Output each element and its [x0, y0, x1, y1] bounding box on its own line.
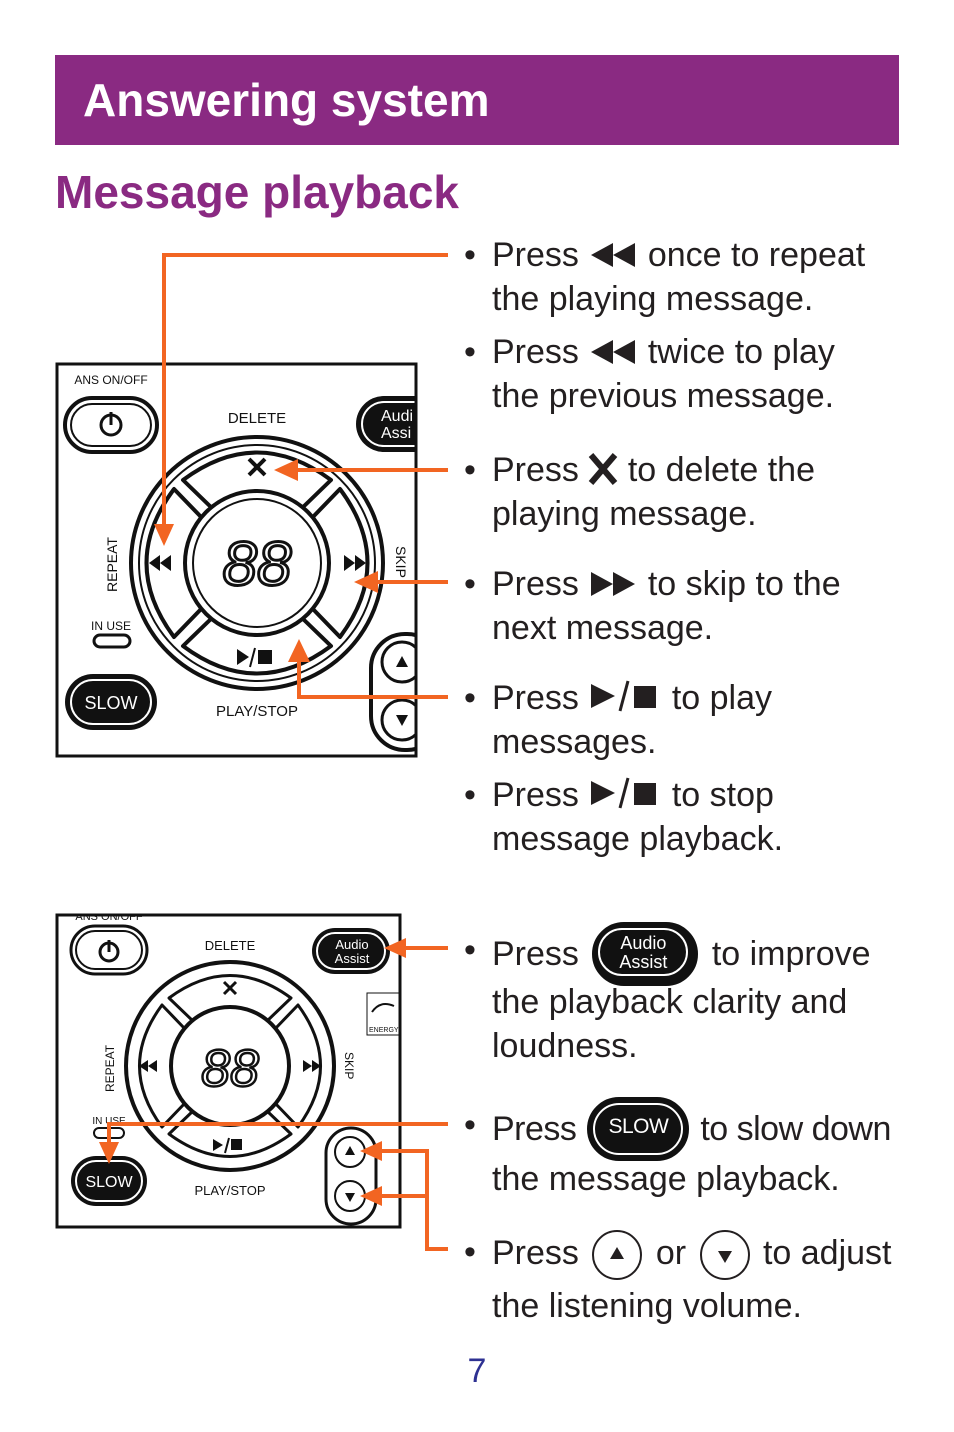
play-stop-icon-2: [213, 1137, 242, 1154]
audio-assist-label-1: Audi: [381, 408, 413, 425]
forward-icon-2: [303, 1060, 321, 1072]
volume-down-icon: [396, 715, 408, 726]
slow-btn-text: SLOW: [608, 1115, 669, 1138]
bullet-text: to improve: [711, 935, 871, 973]
play-stop-label-2: PLAY/STOP: [194, 1183, 265, 1198]
repeat-label: REPEAT: [104, 537, 120, 592]
bullet-text: or: [655, 1233, 687, 1272]
play-stop-icon: [591, 680, 657, 712]
bullet-text: loudness.: [492, 1027, 638, 1065]
fast-forward-icon: [591, 572, 636, 596]
delete-label: DELETE: [228, 410, 286, 427]
rewind-icon: [591, 243, 636, 267]
skip-label-2: SKIP: [342, 1052, 356, 1079]
delete-x-icon: [247, 457, 267, 477]
page-number: 7: [467, 1352, 487, 1390]
play-stop-icon: [591, 777, 657, 809]
bullet-text: to slow down: [700, 1110, 891, 1148]
bullet-text: the playing message.: [492, 280, 814, 318]
bullet-text: Press: [492, 565, 579, 603]
volume-down-button-icon: [699, 1230, 750, 1280]
bullet-text: once to repeat: [647, 236, 866, 274]
base-unit-panel-1: ANS ON/OFF Audi Assi DELETE 88: [55, 253, 448, 758]
bullet-text: the listening volume.: [492, 1287, 802, 1325]
slow-label: SLOW: [84, 693, 137, 713]
callout-line-slow: [107, 1122, 448, 1148]
bullet-text: to adjust: [762, 1233, 892, 1272]
rewind-icon-2: [139, 1060, 157, 1072]
bullet-text: to skip to the: [647, 565, 841, 603]
display-digits-2: 88: [201, 1040, 259, 1098]
bullet-text: to delete the: [627, 451, 815, 489]
repeat-label-2: REPEAT: [103, 1044, 117, 1092]
bullet-text: message playback.: [492, 820, 784, 858]
audio-label-2b: Assist: [335, 951, 370, 966]
bullet-text: playing message.: [492, 495, 757, 533]
bullet-text: Press: [492, 236, 579, 274]
display-digits: 88: [223, 530, 292, 599]
bullet-text: messages.: [492, 723, 657, 761]
play-stop-label: PLAY/STOP: [216, 703, 298, 720]
in-use-label: IN USE: [91, 619, 131, 633]
base-unit-panel-2: ANS ON/OFF DELETE Audio Assist ENERGY S …: [55, 911, 448, 1251]
bullet-text: next message.: [492, 609, 714, 647]
energy-star-label: ENERGY S: [369, 1027, 405, 1034]
ans-label-2: ANS ON/OFF: [75, 911, 143, 923]
ans-label: ANS ON/OFF: [74, 373, 147, 387]
delete-label-2: DELETE: [205, 938, 256, 953]
volume-up-icon-2: [345, 1146, 355, 1155]
play-stop-icon: [237, 647, 272, 668]
bullet-text: Press: [492, 451, 579, 489]
audio-assist-label-2: Assi: [381, 425, 411, 442]
slow-button-icon: SLOW: [587, 1097, 690, 1161]
skip-forward-icon: [344, 555, 366, 571]
bullet-text: Press: [492, 1233, 579, 1272]
bullet-text: Press: [492, 935, 579, 973]
bullet-text: Press: [492, 679, 579, 717]
callout-line-volume: [378, 1149, 448, 1251]
audio-btn-line1: Audio: [620, 933, 667, 953]
page-title: Message playback: [55, 166, 460, 218]
repeat-rewind-icon: [149, 555, 171, 571]
section-banner: Answering system: [55, 55, 899, 145]
volume-up-icon: [396, 656, 408, 667]
in-use-label-2: IN USE: [92, 1116, 126, 1127]
bullet-text: Press: [492, 776, 579, 814]
audio-btn-line2: Assist: [619, 952, 668, 972]
bullet-text: the message playback.: [492, 1160, 840, 1198]
delete-x-icon-2: [222, 980, 238, 996]
slow-label-2: SLOW: [85, 1174, 133, 1191]
callout-line-play: [297, 655, 448, 699]
bullet-text: Press: [492, 1110, 577, 1148]
skip-label: SKIP: [393, 546, 409, 578]
rewind-icon: [591, 340, 636, 364]
bullet-text: the previous message.: [492, 377, 835, 415]
volume-up-button-icon: [592, 1230, 643, 1280]
audio-assist-button-icon: Audio Assist: [592, 922, 699, 986]
bullet-text: to stop: [671, 776, 774, 814]
audio-label-2a: Audio: [335, 937, 368, 952]
x-icon: [589, 453, 618, 485]
volume-down-icon-2: [345, 1193, 355, 1202]
bullet-text: Press: [492, 333, 579, 371]
bullet-text: twice to play: [647, 333, 835, 371]
bullet-text: the playback clarity and: [492, 983, 848, 1021]
bullet-text: to play: [671, 679, 773, 717]
banner-title: Answering system: [83, 74, 490, 126]
callout-line-repeat: [162, 253, 448, 530]
